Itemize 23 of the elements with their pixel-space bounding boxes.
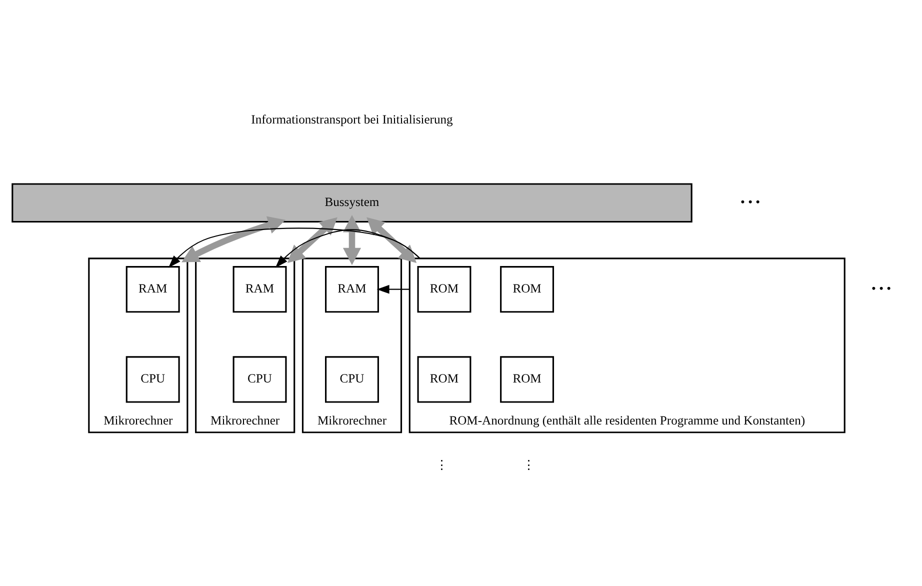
label: • • • [740, 195, 760, 210]
node-box: ROM [500, 356, 554, 403]
arrow [366, 217, 417, 263]
label: Informationstransport bei Initialisierung [251, 112, 453, 126]
node-box: CPU [325, 356, 379, 403]
node-box: RAM [232, 266, 287, 313]
node-box: ROM [500, 266, 554, 313]
arrow [342, 215, 362, 266]
node-box: Bussystem [12, 183, 692, 222]
arrow [182, 216, 286, 262]
arrow [287, 217, 338, 263]
node-box: ROM [417, 356, 472, 403]
node-box: RAM [126, 266, 180, 313]
label: ⋮ [522, 458, 536, 472]
label: • • • [872, 282, 892, 296]
node-box: ROM [417, 266, 472, 313]
label: ⋮ [436, 458, 449, 472]
arrow [275, 229, 420, 268]
arrow [376, 284, 410, 294]
arrow [168, 228, 420, 268]
node-box: CPU [232, 356, 287, 403]
node-box: CPU [126, 356, 180, 403]
node-box: RAM [325, 266, 379, 313]
